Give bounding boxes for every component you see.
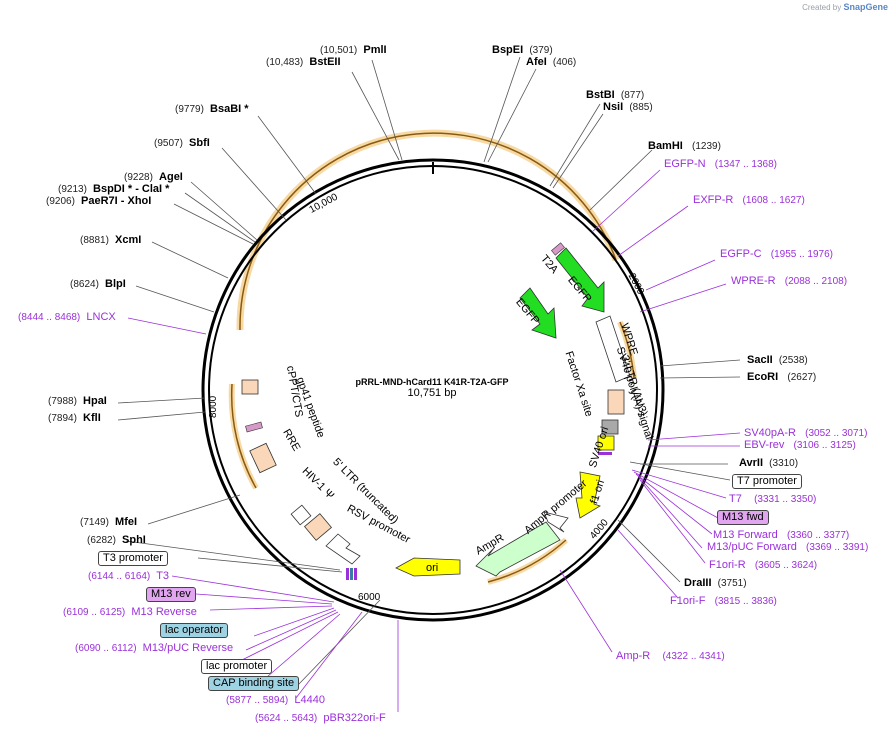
enzyme-nsii[interactable]: NsiI (885) — [603, 101, 653, 113]
enzyme-agei[interactable]: (9228) AgeI — [124, 171, 183, 183]
enzyme-pmli[interactable]: (10,501) PmlI — [320, 44, 387, 56]
box-m13-rev[interactable]: M13 rev — [146, 587, 196, 602]
label-ori: ori — [426, 562, 438, 574]
enzyme-sbfi[interactable]: (9507) SbfI — [154, 137, 210, 149]
leader-lines — [117, 56, 741, 686]
tick-8000: 8000 — [208, 395, 219, 418]
backbone-outer — [201, 158, 665, 622]
ampr-arrow — [475, 521, 561, 577]
enzyme-bsabi[interactable]: (9779) BsaBI * — [175, 103, 249, 115]
primer-t7[interactable]: T7 (3331 .. 3350) — [729, 493, 817, 505]
enzyme-sphi[interactable]: (6282) SphI — [87, 534, 146, 546]
ori-arrow — [395, 557, 461, 577]
primer-ebv-rev[interactable]: EBV-rev (3106 .. 3125) — [744, 439, 856, 451]
primer-t3[interactable]: (6144 .. 6164) T3 — [88, 570, 170, 582]
primer-f1ori-r[interactable]: F1ori-R (3605 .. 3624) — [709, 559, 818, 571]
primer-exfp-r[interactable]: EXFP-R (1608 .. 1627) — [693, 194, 805, 206]
label-factor-xa: Factor Xa site — [562, 350, 594, 418]
primer-egfp-c[interactable]: EGFP-C (1955 .. 1976) — [720, 248, 833, 260]
rre-block — [249, 442, 277, 474]
enzyme-bspdi[interactable]: (9213) BspDI * - ClaI * — [58, 183, 170, 195]
enzyme-bamhi[interactable]: BamHI (1239) — [648, 140, 721, 152]
enzyme-mfei[interactable]: (7149) MfeI — [80, 516, 138, 528]
box-t7-promoter[interactable]: T7 promoter — [732, 474, 802, 489]
enzyme-bstbi[interactable]: BstBI (877) — [586, 89, 645, 101]
primer-m13-reverse[interactable]: (6109 .. 6125) M13 Reverse — [63, 606, 197, 618]
enzyme-draiii[interactable]: DraIII (3751) — [684, 577, 747, 589]
primer-sv40pa-r[interactable]: SV40pA-R (3052 .. 3071) — [744, 427, 868, 439]
gp41-block — [245, 421, 263, 433]
box-lac-operator[interactable]: lac operator — [160, 623, 229, 638]
box-cap-site[interactable]: CAP binding site — [208, 676, 300, 691]
primer-f1ori-f[interactable]: F1ori-F (3815 .. 3836) — [670, 595, 777, 607]
f1ori-arrow — [575, 471, 601, 519]
primer-wpre-r[interactable]: WPRE-R (2088 .. 2108) — [731, 275, 848, 287]
wpre-block — [595, 315, 631, 383]
egfp-arrow-2 — [519, 287, 557, 339]
plasmid-length: 10,751 bp — [407, 387, 457, 399]
primer-lines — [127, 169, 741, 712]
primer-egfp-n[interactable]: EGFP-N (1347 .. 1368) — [664, 158, 777, 170]
snapgene-brand: Created by SnapGene — [802, 2, 888, 12]
sv40ori-block — [597, 435, 615, 451]
plasmid-center: pRRL-MND-hCard11 K41R-T2A-GFP 10,751 bp — [332, 377, 532, 399]
cppt-block — [241, 379, 259, 395]
primer-m13-forward[interactable]: M13 Forward (3360 .. 3377) — [713, 529, 850, 541]
amp-promoter-arrow — [543, 511, 569, 533]
rsv-arrow — [325, 533, 361, 565]
enzyme-bspei[interactable]: BspEI (379) — [492, 44, 553, 56]
ltr3-block — [607, 389, 625, 415]
egfp-arrow-1 — [555, 247, 605, 313]
plasmid-name: pRRL-MND-hCard11 K41R-T2A-GFP — [355, 377, 509, 387]
sv40pa-block — [601, 419, 619, 435]
box-m13-fwd[interactable]: M13 fwd — [717, 510, 769, 525]
enzyme-xcmi[interactable]: (8881) XcmI — [80, 234, 142, 246]
box-t3-promoter[interactable]: T3 promoter — [98, 551, 168, 566]
feature-shapes — [241, 242, 631, 580]
enzyme-afei[interactable]: AfeI (406) — [526, 56, 577, 68]
t2a-block — [551, 242, 565, 256]
enzyme-avrii[interactable]: AvrII (3310) — [739, 457, 799, 469]
psi-block — [290, 504, 312, 526]
enzyme-sacii[interactable]: SacII (2538) — [747, 354, 808, 366]
enzyme-hpai[interactable]: (7988) HpaI — [48, 395, 107, 407]
primer-pbr322ori-f[interactable]: (5624 .. 5643) pBR322ori-F — [255, 712, 386, 724]
enzyme-ecori[interactable]: EcoRI (2627) — [747, 371, 817, 383]
primer-m13puc-reverse[interactable]: (6090 .. 6112) M13/pUC Reverse — [75, 642, 234, 654]
orf-arcs — [228, 129, 637, 585]
tick-6000: 6000 — [358, 592, 381, 603]
primer-lncx[interactable]: (8444 .. 8468) LNCX — [18, 311, 116, 323]
ltr5-block — [303, 513, 333, 541]
label-psi: HIV-1 Ψ — [300, 465, 337, 502]
enzyme-bsteii[interactable]: (10,483) BstEII — [266, 56, 341, 68]
enzyme-kfli[interactable]: (7894) KflI — [48, 412, 101, 424]
primer-m13puc-forward[interactable]: M13/pUC Forward (3369 .. 3391) — [707, 541, 869, 553]
enzyme-blpi[interactable]: (8624) BlpI — [70, 278, 126, 290]
primer-l4440[interactable]: (5877 .. 5894) L4440 — [226, 694, 325, 706]
primer-amp-r[interactable]: Amp-R (4322 .. 4341) — [616, 650, 725, 662]
enzyme-paer7i[interactable]: (9206) PaeR7I - XhoI — [46, 195, 152, 207]
box-lac-promoter[interactable]: lac promoter — [201, 659, 273, 674]
label-rre: RRE — [280, 427, 302, 453]
